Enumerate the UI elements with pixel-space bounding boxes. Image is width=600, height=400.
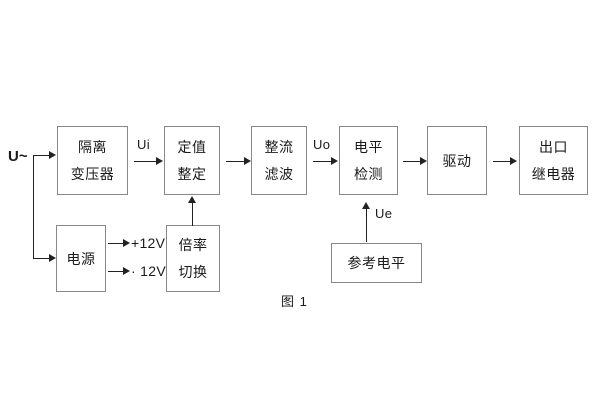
block-output-relay: 出口 继电器 xyxy=(519,126,588,195)
block-reference-level: 参考电平 xyxy=(331,243,422,283)
connector-source-to-power xyxy=(33,258,49,259)
block-output-relay-line-2: 继电器 xyxy=(531,166,576,182)
connector-source-branch-vertical xyxy=(33,155,34,259)
figure-caption: 图 1 xyxy=(281,294,308,309)
rail-label-positive: +12V xyxy=(131,235,166,251)
block-rectify-filter: 整流 滤波 xyxy=(251,126,307,195)
arrow-setting-to-rectify-icon xyxy=(244,157,251,165)
block-reference-level-line-1: 参考电平 xyxy=(347,255,406,271)
block-multiplier-switch-line-2: 切换 xyxy=(178,264,208,280)
connector-power-rail-negative xyxy=(108,271,123,272)
arrow-level-to-drive-icon xyxy=(420,157,427,165)
arrow-multiplier-to-setting-icon xyxy=(188,196,196,203)
block-power-supply: 电源 xyxy=(56,225,106,292)
block-setting-value: 定值 整定 xyxy=(164,126,220,195)
connector-rectify-to-level xyxy=(313,161,331,162)
block-multiplier-switch: 倍率 切换 xyxy=(166,225,220,292)
connector-setting-to-rectify xyxy=(226,161,244,162)
arrow-reference-to-level-icon xyxy=(362,202,370,209)
block-setting-value-line-2: 整定 xyxy=(177,166,207,182)
block-multiplier-switch-line-1: 倍率 xyxy=(178,237,208,253)
arrow-source-to-isolation-icon xyxy=(49,151,56,159)
connector-power-rail-positive xyxy=(108,243,123,244)
connector-level-to-drive xyxy=(403,161,420,162)
block-rectify-filter-line-1: 整流 xyxy=(264,139,294,155)
block-output-relay-line-1: 出口 xyxy=(539,139,568,155)
connector-drive-to-relay xyxy=(493,161,510,162)
block-isolation-transformer-line-1: 隔离 xyxy=(78,139,107,155)
block-isolation-transformer: 隔离 变压器 xyxy=(57,126,128,195)
arrow-rectify-to-level-icon xyxy=(331,157,338,165)
arrow-rail-positive-icon xyxy=(123,239,130,247)
signal-label-uo: Uo xyxy=(313,137,331,152)
arrow-isolation-to-setting-icon xyxy=(156,157,163,165)
signal-label-ui: Ui xyxy=(137,137,150,152)
arrow-drive-to-relay-icon xyxy=(510,157,517,165)
block-setting-value-line-1: 定值 xyxy=(177,139,207,155)
connector-isolation-to-setting xyxy=(134,161,156,162)
connector-multiplier-to-setting xyxy=(192,203,193,226)
block-drive-line-1: 驱动 xyxy=(442,152,472,169)
source-label-u: U~ xyxy=(8,148,28,165)
block-level-detect: 电平 检测 xyxy=(339,126,398,195)
arrow-rail-negative-icon xyxy=(123,267,130,275)
connector-source-to-isolation xyxy=(33,155,49,156)
block-level-detect-line-2: 检测 xyxy=(354,166,383,182)
block-drive: 驱动 xyxy=(427,126,487,195)
block-rectify-filter-line-2: 滤波 xyxy=(264,166,294,182)
block-power-supply-line-1: 电源 xyxy=(66,250,96,267)
arrow-source-to-power-icon xyxy=(49,254,56,262)
rail-label-negative: · 12V xyxy=(131,263,166,279)
connector-reference-to-level xyxy=(366,209,367,242)
signal-label-ue: Ue xyxy=(375,206,393,221)
block-isolation-transformer-line-2: 变压器 xyxy=(70,166,115,182)
block-level-detect-line-1: 电平 xyxy=(354,139,383,155)
